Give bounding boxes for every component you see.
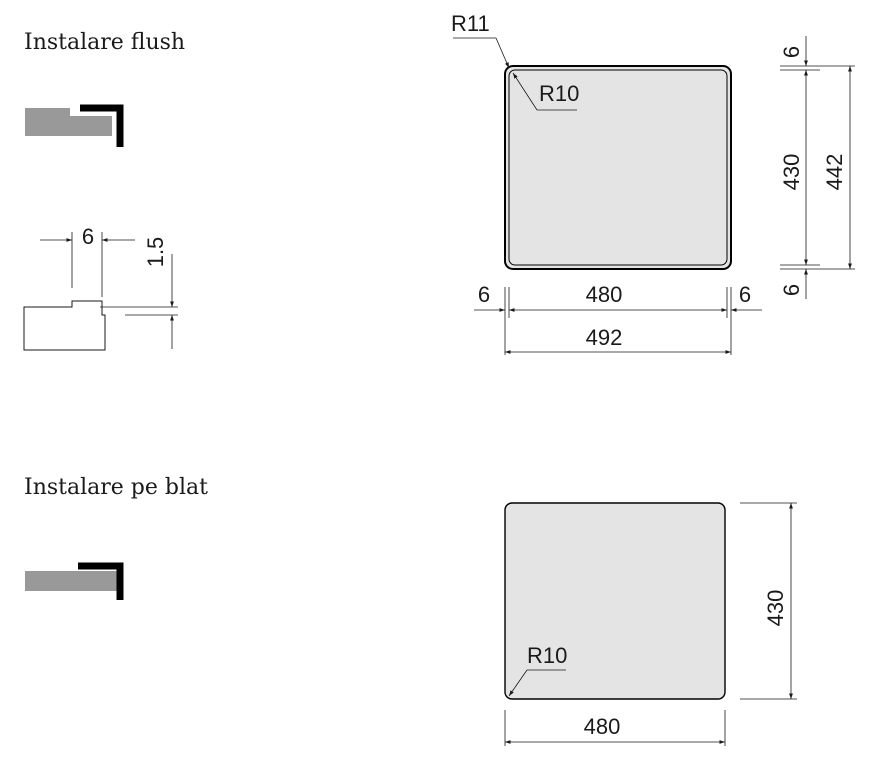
rim-top-label: 6 [779, 46, 804, 58]
inner-width-label: 480 [586, 282, 623, 307]
rim-right-label: 6 [739, 282, 751, 307]
rebate-profile-detail [23, 232, 178, 351]
top-mount-dimensions [504, 502, 797, 746]
rebate-depth-label: 1.5 [143, 237, 168, 268]
outer-width-label: 492 [586, 325, 623, 350]
flush-mount-icon [25, 104, 124, 147]
outer-radius-label: R11 [451, 11, 490, 36]
rim-left-label: 6 [478, 282, 490, 307]
top-mount-icon [25, 562, 124, 600]
top-mount-radius-label: R10 [527, 643, 567, 668]
inner-height-label: 430 [779, 154, 804, 191]
flush-sink-outline [504, 65, 732, 270]
outer-height-label: 442 [822, 154, 847, 191]
top-mount-radius-leader [508, 669, 566, 697]
rim-bottom-label: 6 [779, 284, 804, 296]
flush-horizontal-dimensions [474, 287, 762, 355]
top-mount-sink-outline [504, 502, 726, 700]
flush-vertical-dimensions [780, 36, 855, 299]
inner-radius-label: R10 [539, 81, 579, 106]
rebate-width-label: 6 [82, 224, 94, 249]
flush-radius-leaders [453, 37, 577, 111]
flush-title: Instalare flush [24, 30, 185, 55]
top-mount-width-label: 480 [584, 714, 621, 739]
top-mount-title: Instalare pe blat [24, 475, 208, 500]
top-mount-height-label: 430 [763, 590, 788, 627]
